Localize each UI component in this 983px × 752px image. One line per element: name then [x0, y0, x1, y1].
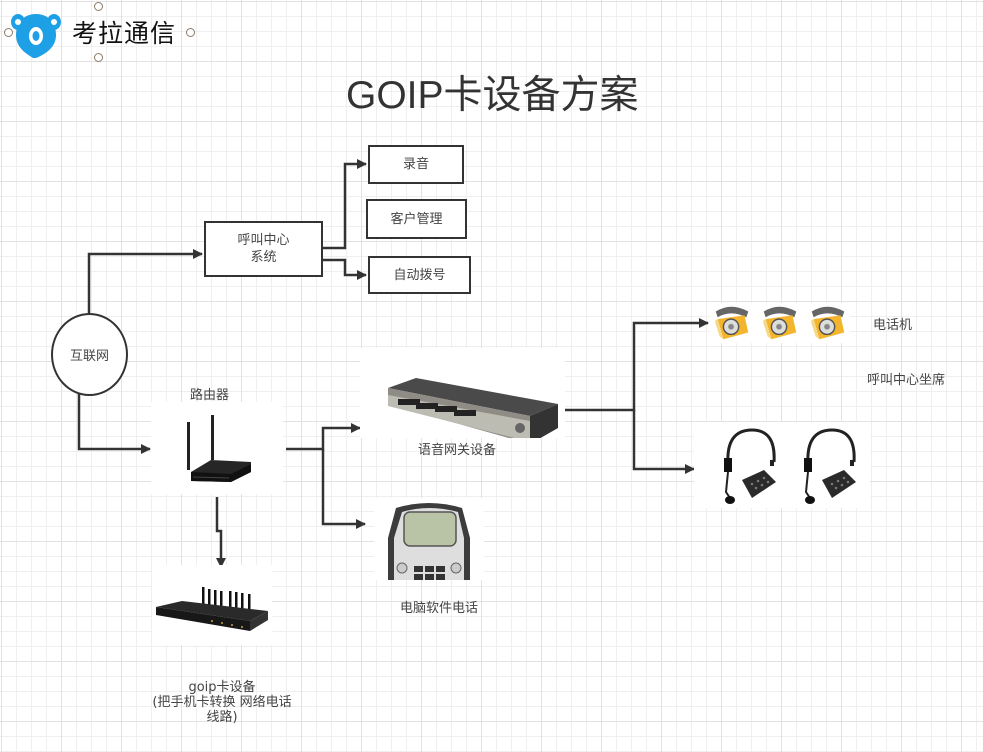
softphone-label: 电脑软件电话 — [400, 601, 479, 616]
edge-router-to-goip — [215, 497, 226, 568]
node-label: 系统 — [250, 250, 277, 265]
edge-internet-to-router — [77, 393, 151, 454]
voice-gateway-icon[interactable] — [360, 348, 565, 444]
edge-gateway-to-telephones — [558, 318, 709, 412]
agent-seats-label: 呼叫中心坐席 — [867, 373, 946, 388]
node-label: 自动拨号 — [393, 267, 446, 283]
goip-label-line2: (把手机卡转换 网络电话 — [152, 695, 292, 710]
voice-gateway-label: 语音网关设备 — [418, 443, 497, 458]
edge-gateway-to-agents — [632, 410, 695, 474]
goip-device-icon[interactable] — [152, 565, 272, 645]
goip-label-line3: 线路) — [206, 710, 238, 725]
telephones-label: 电话机 — [873, 318, 913, 333]
router-label: 路由器 — [190, 388, 230, 403]
node-label: 呼叫中心 — [237, 233, 290, 248]
brand-name: 考拉通信 — [72, 19, 177, 48]
headset-phone-icon — [804, 428, 856, 504]
node-internet[interactable]: 互联网 — [51, 313, 128, 396]
resize-handle-right[interactable] — [186, 28, 195, 37]
resize-handle-bottom[interactable] — [94, 53, 103, 62]
edge-callcenter-to-autodial — [323, 258, 367, 280]
node-label: 客户管理 — [390, 211, 443, 227]
goip-device-label: goip卡设备 (把手机卡转换 网络电话 线路) — [130, 680, 314, 725]
agent-seats-group[interactable] — [694, 422, 870, 508]
node-label: 互联网 — [69, 349, 109, 364]
headset-phone-icon — [724, 428, 776, 504]
telephone-icon — [714, 306, 749, 340]
node-auto-dial[interactable]: 自动拨号 — [368, 256, 471, 294]
node-customer-management[interactable]: 客户管理 — [366, 199, 467, 239]
resize-handle-left[interactable] — [4, 28, 13, 37]
edge-router-to-softphone — [321, 449, 366, 529]
router-icon[interactable] — [151, 402, 283, 494]
node-label: 录音 — [402, 157, 429, 172]
telephones-group[interactable] — [710, 303, 850, 343]
koala-logo-icon — [6, 6, 66, 58]
telephone-icon — [762, 306, 797, 340]
edge-internet-to-callcenter — [87, 249, 203, 314]
edge-router-to-gateway — [286, 423, 361, 451]
diagram-title: GOIP卡设备方案 — [346, 74, 639, 117]
telephone-icon — [810, 306, 845, 340]
edge-callcenter-to-recording — [323, 159, 367, 250]
resize-handle-top[interactable] — [94, 2, 103, 11]
softphone-icon[interactable] — [374, 498, 484, 580]
goip-label-line1: goip卡设备 — [188, 680, 256, 695]
node-recording[interactable]: 录音 — [368, 145, 464, 184]
node-call-center-system[interactable]: 呼叫中心 系统 — [204, 221, 323, 277]
